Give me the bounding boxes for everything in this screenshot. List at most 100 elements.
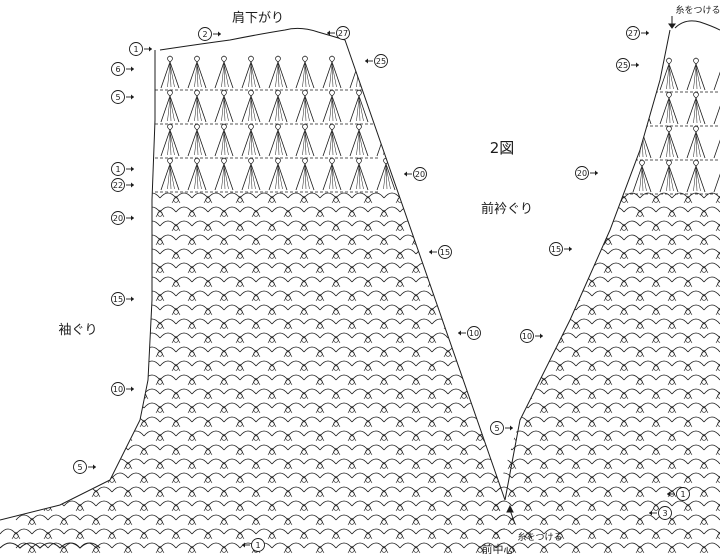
stitch-stroke [219,265,225,274]
stitch-stroke [415,377,421,386]
chain-arch [319,388,353,395]
stitch-stroke [283,377,289,386]
shell-top-loop [275,55,281,63]
chain-arch [175,234,209,241]
picot-stitch [573,239,579,245]
stitch-stroke [399,223,405,232]
stitch-stroke [591,335,597,344]
stitch-stroke [27,237,33,246]
stitch-stroke [271,335,277,344]
stitch-stroke [139,223,145,232]
stitch-stroke [75,447,81,456]
stitch-stroke [399,503,405,512]
picot-stitch [29,435,35,441]
stitch-stroke [575,265,581,274]
chain-arch [111,430,145,437]
row-marker-arrowhead [131,182,134,188]
chain-arch [495,360,513,367]
stitch-stroke [331,279,337,288]
stitch-stroke [59,433,65,442]
stitch-stroke [603,377,609,386]
stitch-stroke [219,321,225,330]
stitch-stroke [587,503,593,512]
stitch-stroke [11,195,17,204]
stitch-stroke [715,195,720,204]
stitch-stroke [235,391,241,400]
chain-arch [447,220,481,227]
stitch-stroke [169,97,175,122]
stitch-stroke [667,433,673,442]
stitch-stroke [351,293,357,302]
chain-arch [0,248,33,255]
chain-arch [223,388,257,395]
chain-arch [303,374,337,381]
chain-arch [319,444,353,451]
stitch-stroke [619,503,625,512]
stitch-stroke [302,165,306,190]
stitch-stroke [75,279,81,288]
stitch-stroke [11,503,17,512]
stitch-stroke [187,293,193,302]
stitch-stroke [635,349,641,358]
row-marker-left-r25: 25 [365,54,388,68]
stitch-stroke [175,195,181,204]
shell-top-loop [167,89,173,97]
stitch-stroke [187,265,193,274]
chain-arch [31,276,65,283]
stitch-stroke [143,335,149,344]
row-marker-number: 1 [255,541,260,550]
stitch-stroke [527,363,533,372]
chain-arch [207,402,241,409]
stitch-stroke [399,335,405,344]
chain-arch [31,472,65,479]
stitch-stroke [379,237,385,246]
stitch-stroke [524,252,528,259]
chain-arch [655,262,689,269]
chain-arch [607,388,641,395]
stitch-stroke [507,405,513,414]
stitch-stroke [575,433,581,442]
chain-arch [607,444,641,451]
stitch-stroke [399,251,405,260]
picot-stitch [445,323,451,329]
chain-arch [303,206,337,213]
stitch-stroke [271,251,277,260]
stitch-stroke [671,349,677,358]
stitch-stroke [475,377,481,386]
stitch-stroke [315,489,321,498]
row-marker-circle [73,460,87,474]
stitch-stroke [329,97,333,122]
stitch-stroke [299,195,305,204]
stitch-stroke [385,97,388,122]
stitch-stroke [443,433,449,442]
stitch-stroke [175,307,181,316]
stitch-stroke [248,63,252,88]
stitch-stroke [687,223,693,232]
chain-arch [559,486,593,493]
stitch-stroke [491,363,497,372]
stitch-stroke [507,321,513,330]
stitch-stroke [335,307,341,316]
stitch-stroke [155,405,161,414]
chain-arch [63,220,97,227]
stitch-stroke [591,419,597,428]
stitch-stroke [575,237,581,246]
row-marker-number: 10 [469,329,479,338]
stitch-stroke [15,335,21,344]
row-marker-arrowhead [242,542,245,548]
stitch-stroke [331,335,337,344]
chain-arch [175,514,209,521]
stitch-stroke [15,503,21,512]
chain-arch [271,542,305,549]
stitch-stroke [255,433,261,442]
stitch-stroke [203,223,209,232]
picot-stitch [461,337,467,343]
stitch-stroke [175,223,181,232]
stitch-stroke [668,167,671,192]
stitch-stroke [459,419,465,428]
chain-arch [271,374,305,381]
stitch-stroke [207,335,213,344]
stitch-stroke [431,195,437,204]
stitch-stroke [171,503,177,512]
stitch-stroke [351,545,357,554]
